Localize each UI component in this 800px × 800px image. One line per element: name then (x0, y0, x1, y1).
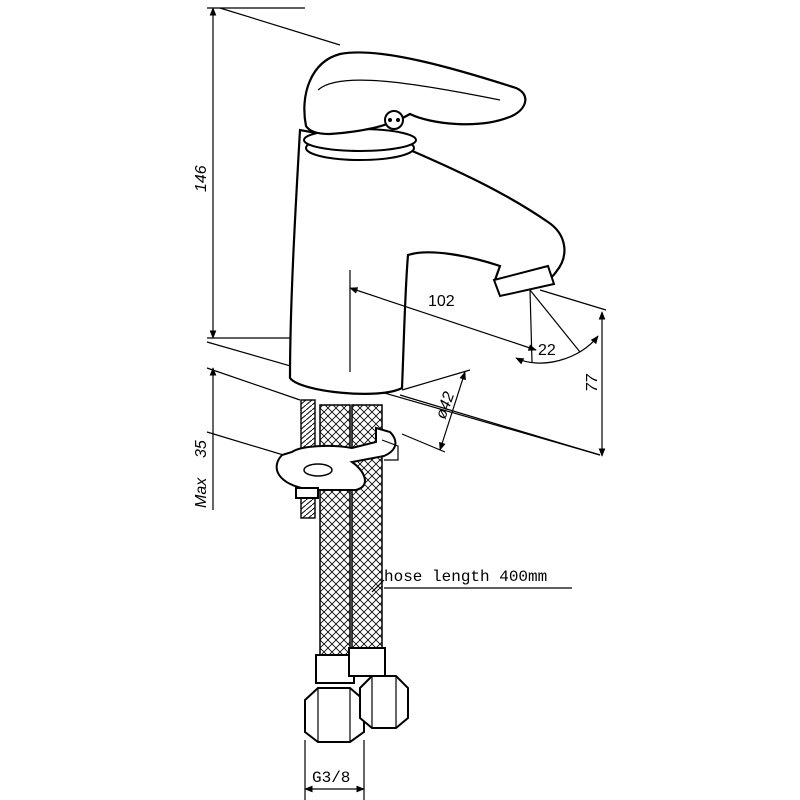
reach-dimension: 102 (349, 287, 537, 351)
angle-dimension: 22 (515, 289, 599, 365)
max-value: 35 (193, 440, 210, 458)
faucet-handle (303, 51, 527, 136)
base-reference-line-2 (399, 394, 601, 456)
reach-value: 102 (428, 293, 455, 310)
faucet-body (288, 128, 566, 395)
angle-value: 22 (538, 342, 556, 359)
mounting-bracket (275, 426, 399, 499)
base-reference-line (206, 341, 601, 456)
hose-length-callout: hose length 400mm (371, 568, 572, 593)
height-value: 146 (193, 165, 210, 192)
spout-height-value: 77 (584, 373, 601, 392)
height-dimension: 146 (193, 7, 341, 339)
diameter-dimension: ø42 (401, 369, 471, 453)
diameter-value: ø42 (433, 390, 458, 422)
spout-height-dimension: 77 (539, 289, 607, 457)
thread-value: G3/8 (312, 769, 350, 787)
max-thickness-dimension: Max 35 (193, 367, 301, 510)
hose-length-label: hose length 400mm (384, 568, 547, 586)
thread-dimension: G3/8 (304, 740, 365, 800)
max-label: Max (193, 477, 210, 508)
